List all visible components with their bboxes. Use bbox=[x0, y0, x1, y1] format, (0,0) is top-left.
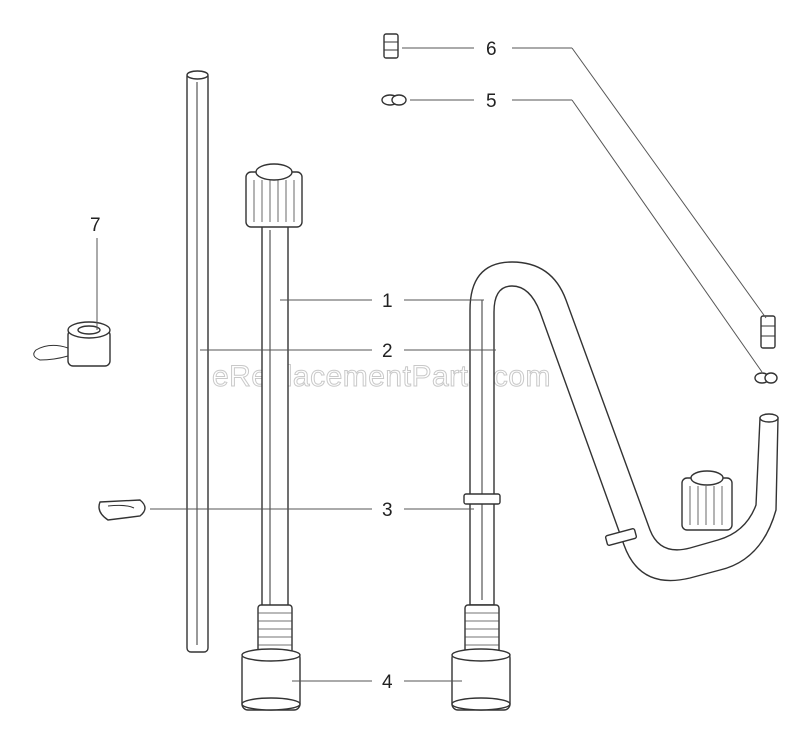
part-6-fitting-top bbox=[383, 33, 399, 59]
part-1-suction-tube-straight bbox=[245, 163, 303, 654]
callout-2: 2 bbox=[382, 341, 393, 362]
callout-4: 4 bbox=[382, 672, 393, 693]
callout-1: 1 bbox=[382, 291, 393, 312]
part-5-clip-side bbox=[754, 372, 778, 384]
part-2-straight-tube bbox=[186, 70, 209, 653]
callout-5: 5 bbox=[486, 91, 497, 112]
part-5-clip-top bbox=[381, 94, 407, 106]
part-7-cap bbox=[33, 321, 111, 367]
callout-7: 7 bbox=[90, 215, 101, 236]
callout-3: 3 bbox=[382, 500, 393, 521]
callout-6: 6 bbox=[486, 39, 497, 60]
part-4-strainer-left bbox=[241, 648, 301, 711]
part-6-fitting-side bbox=[760, 315, 776, 349]
leader-lines bbox=[96, 47, 767, 682]
part-3-hose-clip bbox=[98, 499, 146, 521]
part-1-suction-tube-bent bbox=[463, 261, 779, 654]
part-4-strainer-right bbox=[451, 648, 511, 711]
